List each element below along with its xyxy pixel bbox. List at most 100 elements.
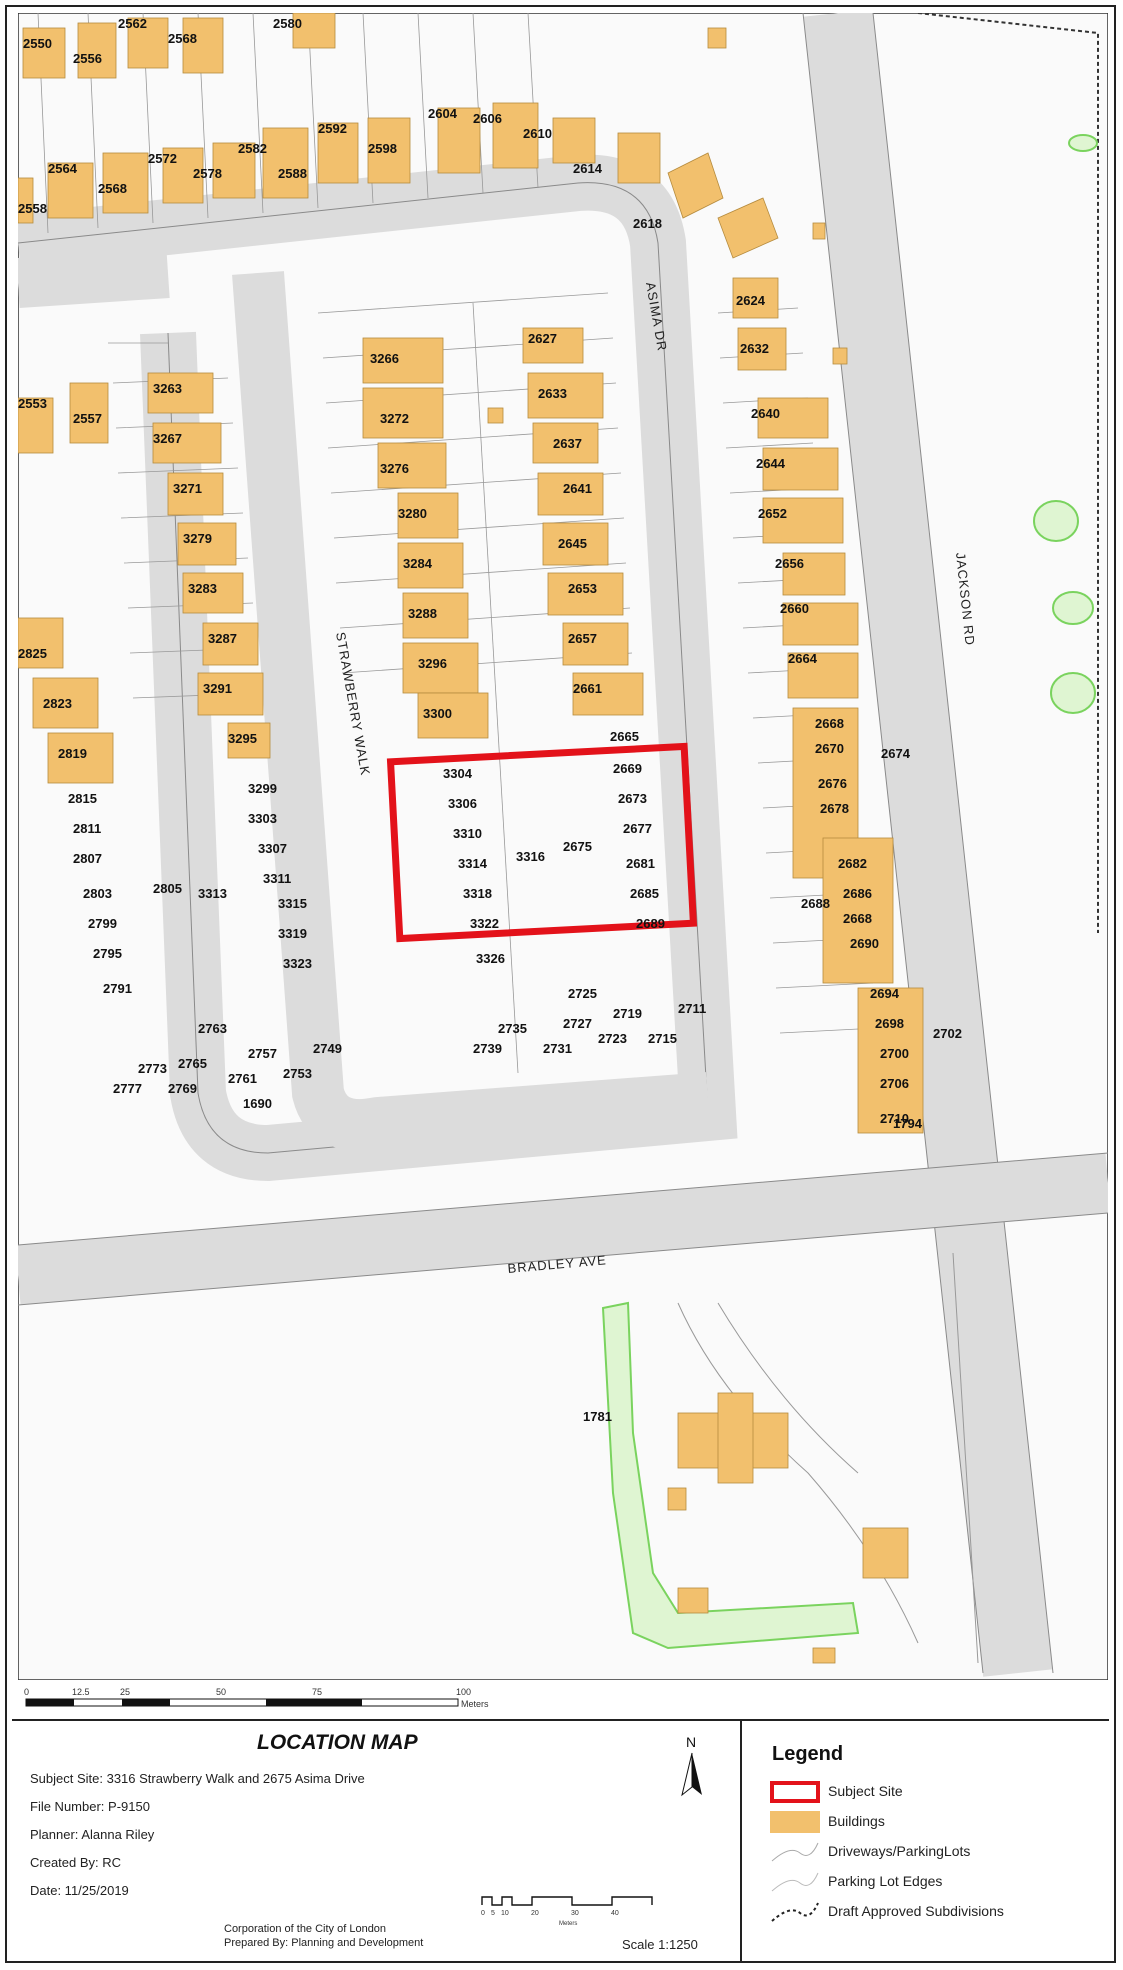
address-label: 2562 [118,16,147,31]
address-label: 3323 [283,956,312,971]
legend-item-subdivisions: Draft Approved Subdivisions [770,1899,1100,1925]
address-label: 3306 [448,796,477,811]
map-title: LOCATION MAP [257,1731,418,1754]
green-areas [601,134,1098,1650]
address-label: 2564 [48,161,78,176]
scalebar-tick-label: 50 [216,1687,226,1697]
address-label: 2637 [553,436,582,451]
address-label: 2753 [283,1066,312,1081]
address-label: 2719 [613,1006,642,1021]
address-label: 2715 [648,1031,677,1046]
address-label: 2668 [815,716,844,731]
address-label: 2795 [93,946,122,961]
driveway-swatch [771,1842,819,1862]
address-label: 3276 [380,461,409,476]
address-label: 2799 [88,916,117,931]
address-label: 3319 [278,926,307,941]
legend-item-buildings: Buildings [770,1809,1100,1835]
created-by-text: Created By: RC [30,1855,122,1870]
address-label: 2624 [736,293,766,308]
address-label: 2694 [870,986,900,1001]
file-number-text: File Number: P-9150 [30,1799,150,1814]
address-label: 2815 [68,791,97,806]
address-label: 3287 [208,631,237,646]
address-label: 3322 [470,916,499,931]
north-arrow-icon: N [681,1734,702,1797]
address-label: 2618 [633,216,662,231]
address-label: 3280 [398,506,427,521]
address-label: 2610 [523,126,552,141]
address-label: 2710 [880,1111,909,1126]
address-label: 2614 [573,161,603,176]
address-label: 3299 [248,781,277,796]
address-label: 2627 [528,331,557,346]
address-label: 2681 [626,856,655,871]
address-label: 2674 [881,746,911,761]
address-label: 1690 [243,1096,272,1111]
legend-item-parking-edges: Parking Lot Edges [770,1869,1100,1895]
map-canvas: STRAWBERRY WALK ASIMA DR JACKSON RD BRAD… [18,13,1108,1680]
mini-scalebar-tick-label: 40 [611,1910,619,1917]
address-label: 2777 [113,1081,142,1096]
address-label: 2664 [788,651,818,666]
address-label: 2739 [473,1041,502,1056]
svg-text:Meters: Meters [559,1921,577,1927]
address-label: 2641 [563,481,592,496]
address-label: 3283 [188,581,217,596]
address-label: 2731 [543,1041,572,1056]
address-label: 2765 [178,1056,207,1071]
address-label: 2791 [103,981,132,996]
address-label: 2702 [933,1026,962,1041]
address-label: 2825 [18,646,47,661]
address-label: 2572 [148,151,177,166]
address-label: 2606 [473,111,502,126]
address-label: 3318 [463,886,492,901]
address-label: 2644 [756,456,786,471]
legend-item-driveways: Driveways/ParkingLots [770,1839,1100,1865]
address-label: 2673 [618,791,647,806]
svg-text:N: N [686,1734,696,1750]
address-label: 3266 [370,351,399,366]
scalebar-tick-label: 75 [312,1687,322,1697]
address-label: 2676 [818,776,847,791]
address-label: 2660 [780,601,809,616]
mini-scalebar-tick-label: 20 [531,1910,539,1917]
address-label: 2670 [815,741,844,756]
buildings [18,13,924,1664]
map-info-panel: LOCATION MAP Subject Site: 3316 Strawber… [12,1719,1109,1961]
address-label: 2580 [273,16,302,31]
address-label: 2685 [630,886,659,901]
address-label: 2807 [73,851,102,866]
address-label: 2688 [801,896,830,911]
subdivision-swatch [771,1902,819,1922]
address-label: 2769 [168,1081,197,1096]
address-label: 2640 [751,406,780,421]
address-label: 3263 [153,381,182,396]
address-label: 3314 [458,856,488,871]
address-label: 3303 [248,811,277,826]
address-label: 3315 [278,896,307,911]
address-label: 2656 [775,556,804,571]
map-info-box: LOCATION MAP Subject Site: 3316 Strawber… [12,1721,742,1961]
address-label: 3271 [173,481,202,496]
legend-item-subject-site: Subject Site [770,1779,1100,1805]
subject-site-text: Subject Site: 3316 Strawberry Walk and 2… [30,1771,365,1786]
address-label: 2668 [843,911,872,926]
scalebar-tick-label: 12.5 [72,1687,90,1697]
address-label: 3304 [443,766,473,781]
address-label: 2686 [843,886,872,901]
address-label: 2675 [563,839,592,854]
address-label: 2568 [168,31,197,46]
address-label: 2763 [198,1021,227,1036]
address-label: 3316 [516,849,545,864]
address-label: 2592 [318,121,347,136]
address-label: 2727 [563,1016,592,1031]
subject-site-swatch [770,1781,820,1803]
address-label: 2690 [850,936,879,951]
corporation-text: Corporation of the City of London [224,1923,387,1935]
address-label: 2677 [623,821,652,836]
address-label: 2723 [598,1031,627,1046]
address-label: 2604 [428,106,458,121]
